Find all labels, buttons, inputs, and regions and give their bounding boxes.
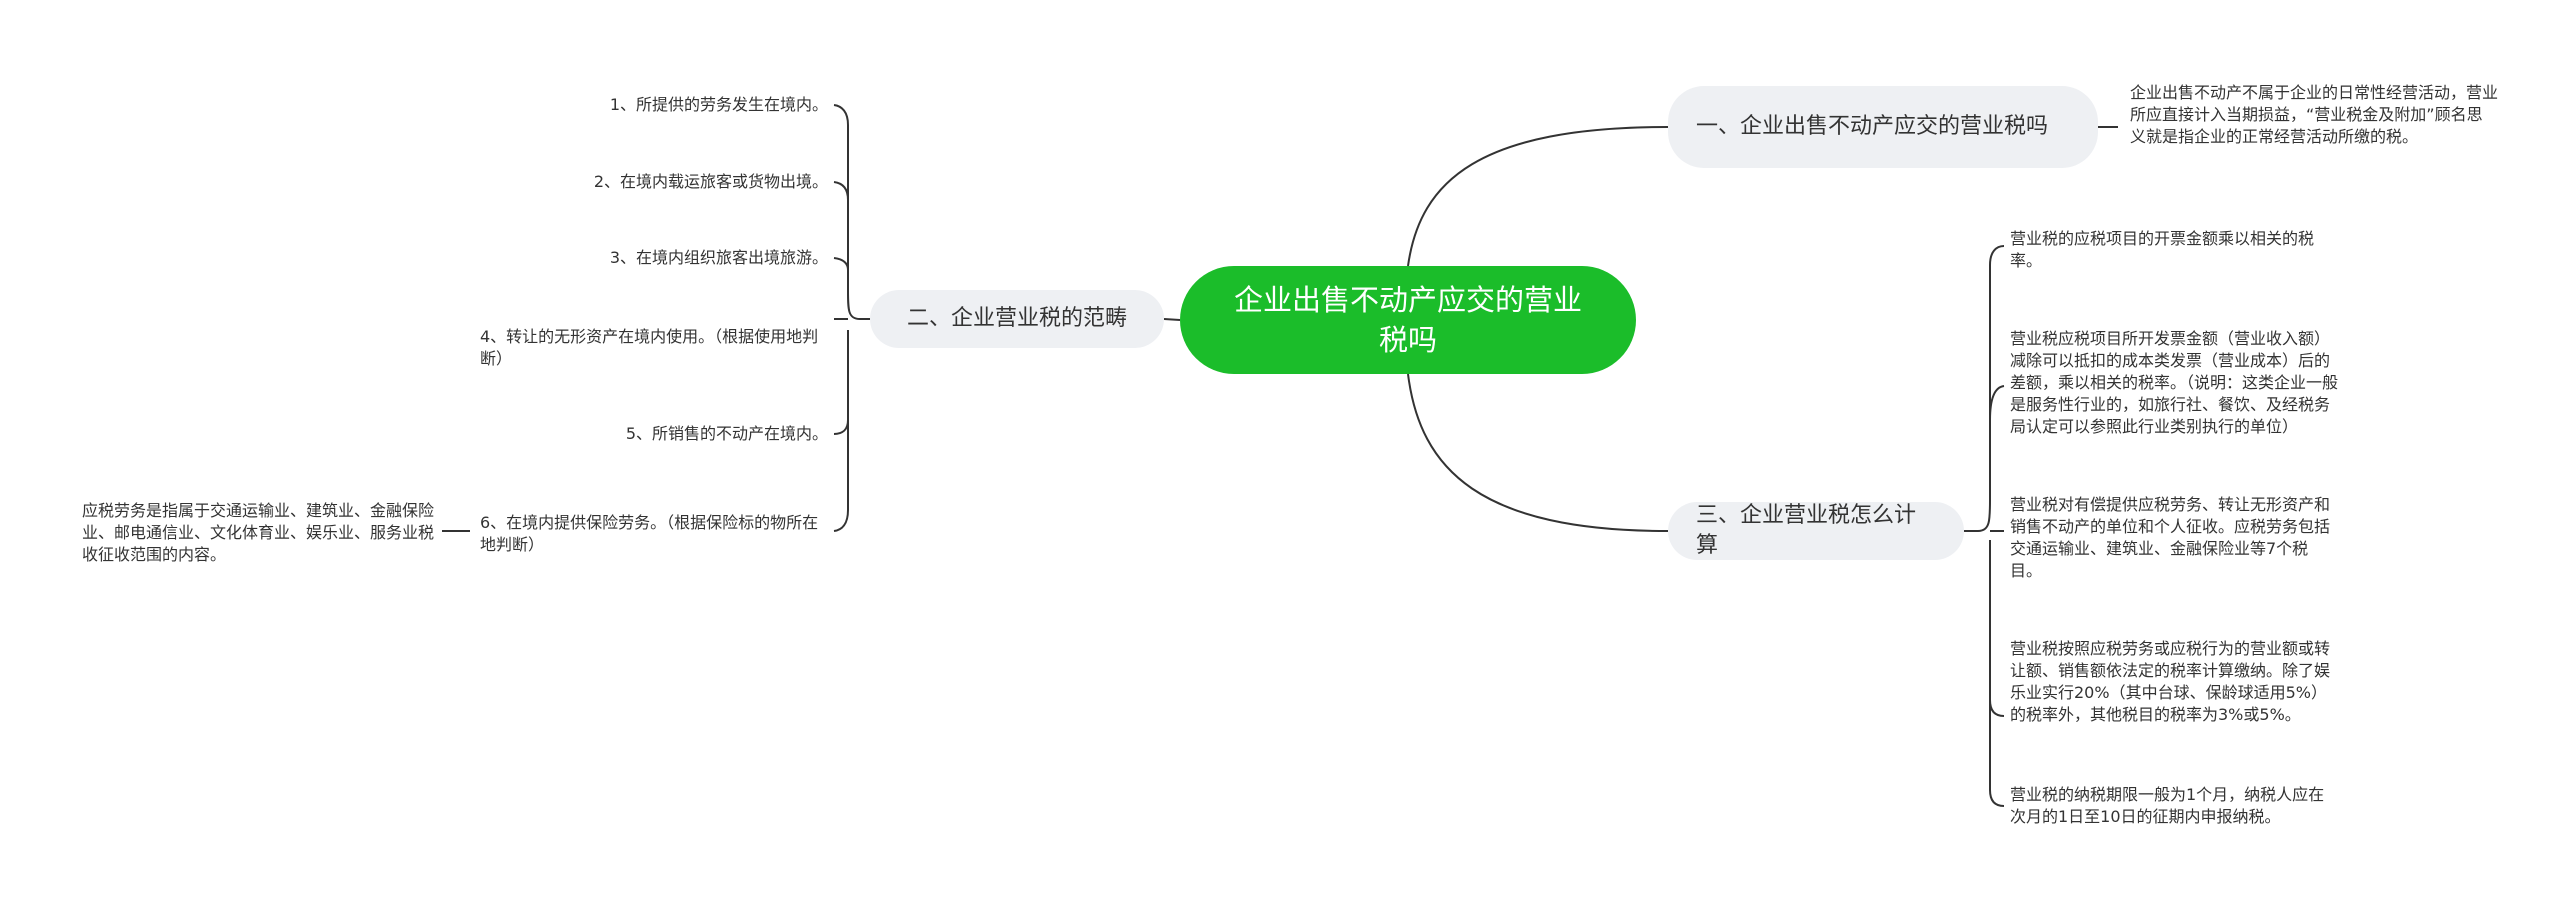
leaf-node: 2、在境内载运旅客或货物出境。: [540, 171, 828, 193]
leaf-text: 1、所提供的劳务发生在境内。: [609, 95, 828, 114]
root-title: 企业出售不动产应交的营业税吗: [1233, 283, 1582, 357]
link-b2-leaf-5: [833, 330, 849, 435]
leaf-text: 6、在境内提供保险劳务。（根据保险标的物所在地判断）: [480, 513, 819, 554]
leaf-node: 4、转让的无形资产在境内使用。（根据使用地判断）: [480, 326, 828, 370]
link-root-b3: [1407, 373, 1669, 532]
sub-leaf-node: 应税劳务是指属于交通运输业、建筑业、金融保险业、邮电通信业、文化体育业、娱乐业、…: [82, 500, 438, 566]
branch-node-1[interactable]: 一、企业出售不动产应交的营业税吗: [1668, 86, 2098, 168]
branch-node-3[interactable]: 三、企业营业税怎么计算: [1668, 502, 1964, 560]
branch-title: 二、企业营业税的范畴: [906, 306, 1127, 331]
branch-title: 三、企业营业税怎么计算: [1696, 503, 1917, 558]
leaf-node: 3、在境内组织旅客出境旅游。: [540, 247, 828, 269]
leaf-node: 营业税的应税项目的开票金额乘以相关的税率。: [2010, 228, 2340, 272]
link-b2-leaf-2: [833, 181, 849, 201]
leaf-text: 营业税对有偿提供应税劳务、转让无形资产和销售不动产的单位和个人征收。应税劳务包括…: [2010, 495, 2331, 580]
link-b3-leaf-1: [1977, 245, 2005, 532]
leaf-text: 营业税的应税项目的开票金额乘以相关的税率。: [2010, 229, 2315, 270]
link-b2-leaf-6: [833, 410, 849, 532]
link-b2-leaf-1: [833, 104, 861, 320]
link-b2-leaf-3: [833, 257, 849, 271]
leaf-text: 4、转让的无形资产在境内使用。（根据使用地判断）: [480, 327, 819, 368]
leaf-text: 营业税应税项目所开发票金额（营业收入额）减除可以抵扣的成本类发票（营业成本）后的…: [2010, 329, 2339, 436]
root-node[interactable]: 企业出售不动产应交的营业税吗: [1180, 266, 1636, 374]
leaf-text: 2、在境内载运旅客或货物出境。: [593, 172, 828, 191]
leaf-node: 1、所提供的劳务发生在境内。: [540, 94, 828, 116]
leaf-node: 6、在境内提供保险劳务。（根据保险标的物所在地判断）: [480, 512, 828, 556]
leaf-text: 5、所销售的不动产在境内。: [625, 424, 828, 443]
leaf-text: 应税劳务是指属于交通运输业、建筑业、金融保险业、邮电通信业、文化体育业、娱乐业、…: [82, 501, 435, 564]
leaf-text: 营业税的纳税期限一般为1个月，纳税人应在次月的1日至10日的征期内申报纳税。: [2010, 785, 2325, 826]
link-root-b2: [1163, 318, 1181, 321]
leaf-text: 营业税按照应税劳务或应税行为的营业额或转让额、销售额依法定的税率计算缴纳。除了娱…: [2010, 639, 2331, 724]
leaf-node: 营业税的纳税期限一般为1个月，纳税人应在次月的1日至10日的征期内申报纳税。: [2010, 784, 2340, 828]
link-root-b1: [1407, 126, 1669, 267]
leaf-node: 营业税应税项目所开发票金额（营业收入额）减除可以抵扣的成本类发票（营业成本）后的…: [2010, 328, 2340, 438]
link-b3-leaf-2: [1989, 385, 2005, 421]
leaf-node: 营业税按照应税劳务或应税行为的营业额或转让额、销售额依法定的税率计算缴纳。除了娱…: [2010, 638, 2340, 726]
leaf-node: 营业税对有偿提供应税劳务、转让无形资产和销售不动产的单位和个人征收。应税劳务包括…: [2010, 494, 2340, 582]
link-b3-leaf-5: [1989, 700, 2005, 807]
branch-title: 一、企业出售不动产应交的营业税吗: [1696, 114, 2049, 139]
branch-node-2[interactable]: 二、企业营业税的范畴: [870, 290, 1164, 348]
leaf-text: 3、在境内组织旅客出境旅游。: [609, 248, 828, 267]
leaf-text: 企业出售不动产不属于企业的日常性经营活动，营业所应直接计入当期损益，“营业税金及…: [2130, 83, 2499, 146]
leaf-node: 5、所销售的不动产在境内。: [540, 423, 828, 445]
leaf-node: 企业出售不动产不属于企业的日常性经营活动，营业所应直接计入当期损益，“营业税金及…: [2130, 82, 2498, 148]
link-b3-leaf-4: [1989, 540, 2005, 717]
